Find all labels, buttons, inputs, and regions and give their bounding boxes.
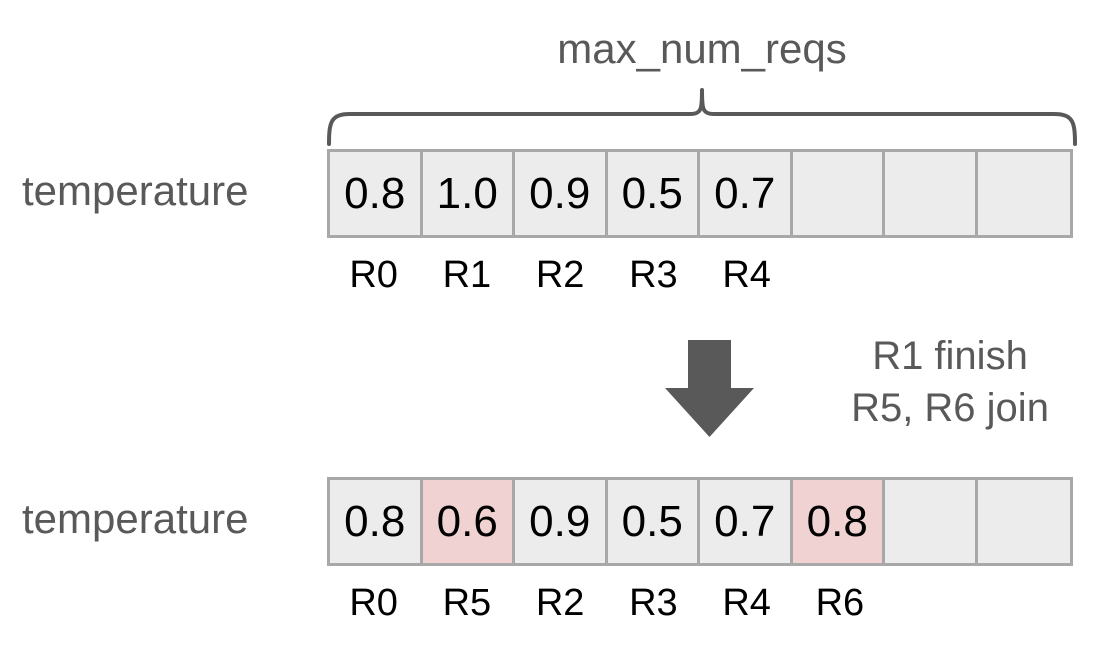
- array-cell: 0.8: [792, 480, 885, 563]
- row-label-temperature-bottom: temperature: [22, 495, 249, 542]
- request-index-label: R0: [349, 582, 398, 624]
- request-index-label: R5: [442, 582, 492, 624]
- down-arrow-icon: [665, 340, 754, 437]
- array-cell: 0.9: [515, 152, 608, 235]
- array-cell: 0.8: [330, 480, 423, 563]
- request-index-label: R3: [629, 254, 678, 296]
- curly-brace-icon: [327, 88, 1077, 146]
- request-index-label: [793, 256, 886, 294]
- row-label-temperature-top: temperature: [22, 167, 249, 214]
- array-cell: 1.0: [422, 152, 515, 235]
- array-cell: 0.8: [330, 152, 423, 235]
- array-cell: 0.9: [515, 480, 608, 563]
- array-cell: [792, 152, 885, 235]
- request-index-label: R1: [442, 254, 492, 296]
- array-cell: [977, 480, 1070, 563]
- request-index-label: R4: [722, 582, 771, 624]
- request-index-row-top: R0 R1 R2 R3 R4: [327, 256, 1073, 294]
- array-cell: 0.7: [700, 152, 793, 235]
- brace-label: max_num_reqs: [0, 28, 1110, 70]
- request-index-label: R6: [815, 582, 865, 624]
- brace-label-text: max_num_reqs: [557, 25, 847, 72]
- transition-annotation: R1 finish R5, R6 join: [790, 330, 1110, 434]
- array-cell: [885, 152, 978, 235]
- request-index-label: [887, 256, 980, 294]
- request-index-row-bottom: R0 R5 R2 R3 R4 R6: [327, 584, 1073, 622]
- array-cell: 0.5: [607, 152, 700, 235]
- annotation-line-1: R1 finish: [872, 334, 1028, 378]
- request-index-label: [980, 584, 1073, 622]
- request-index-label: R0: [349, 254, 398, 296]
- request-index-label: [887, 584, 980, 622]
- request-index-label: R4: [722, 254, 771, 296]
- annotation-line-2: R5, R6 join: [851, 386, 1049, 430]
- array-cell: [977, 152, 1070, 235]
- request-index-label: R2: [535, 254, 585, 296]
- request-index-label: R3: [629, 582, 678, 624]
- array-cell: [885, 480, 978, 563]
- request-index-label: R2: [535, 582, 585, 624]
- request-index-label: [980, 256, 1073, 294]
- array-cell: 0.5: [607, 480, 700, 563]
- array-cell: 0.6: [422, 480, 515, 563]
- array-cell: 0.7: [700, 480, 793, 563]
